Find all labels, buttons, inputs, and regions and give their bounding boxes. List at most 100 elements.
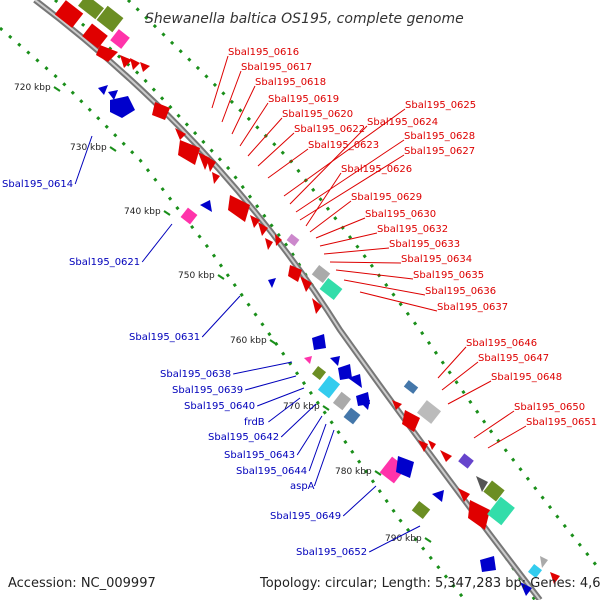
reverse-gene-label[interactable]: aspA bbox=[290, 481, 315, 492]
gene-feature bbox=[540, 556, 548, 568]
gene-feature bbox=[458, 453, 474, 469]
gene-feature bbox=[396, 456, 414, 478]
gene-features bbox=[54, 0, 560, 596]
forward-gene-label[interactable]: Sbal195_0629 bbox=[351, 192, 422, 203]
forward-gene-label[interactable]: Sbal195_0651 bbox=[526, 417, 597, 428]
forward-gene-label[interactable]: Sbal195_0623 bbox=[308, 140, 379, 151]
forward-gene-label[interactable]: Sbal195_0620 bbox=[282, 109, 353, 120]
reverse-label-leader bbox=[245, 375, 297, 391]
forward-gene-label[interactable]: Sbal195_0622 bbox=[294, 124, 365, 135]
gene-feature bbox=[330, 356, 340, 366]
reverse-gene-label[interactable]: Sbal195_0639 bbox=[172, 385, 243, 396]
gene-feature bbox=[440, 450, 452, 462]
forward-gene-label[interactable]: Sbal195_0637 bbox=[437, 302, 508, 313]
forward-gene-label[interactable]: Sbal195_0626 bbox=[341, 164, 412, 175]
forward-gene-label[interactable]: Sbal195_0632 bbox=[377, 224, 448, 235]
gene-feature bbox=[319, 277, 343, 301]
gene-feature bbox=[411, 500, 431, 520]
forward-label-leader bbox=[239, 102, 269, 147]
kbp-tick bbox=[217, 274, 225, 280]
gene-feature bbox=[458, 488, 470, 502]
reverse-gene-label[interactable]: Sbal195_0614 bbox=[2, 179, 73, 190]
gene-feature bbox=[487, 496, 515, 526]
forward-gene-label[interactable]: Sbal195_0648 bbox=[491, 372, 562, 383]
forward-gene-label[interactable]: Sbal195_0630 bbox=[365, 209, 436, 220]
gene-feature bbox=[288, 265, 302, 282]
gene-feature bbox=[96, 45, 118, 62]
gene-feature bbox=[275, 234, 282, 246]
forward-gene-label[interactable]: Sbal195_0635 bbox=[413, 270, 484, 281]
gene-feature bbox=[140, 62, 150, 72]
reverse-gene-label[interactable]: frdB bbox=[244, 417, 265, 428]
forward-gene-label[interactable]: Sbal195_0617 bbox=[241, 62, 312, 73]
forward-gene-label[interactable]: Sbal195_0619 bbox=[268, 94, 339, 105]
topology-text: Topology: circular; Length: 5,347,283 bp… bbox=[259, 576, 600, 591]
gene-feature bbox=[311, 264, 331, 284]
forward-gene-label[interactable]: Sbal195_0646 bbox=[466, 338, 537, 349]
reverse-gene-label[interactable]: Sbal195_0649 bbox=[270, 511, 341, 522]
inner-dotted-track-2 bbox=[126, 0, 600, 571]
reverse-gene-label[interactable]: Sbal195_0643 bbox=[224, 450, 295, 461]
gene-feature bbox=[418, 440, 428, 452]
gene-feature bbox=[428, 440, 436, 450]
gene-feature bbox=[180, 207, 198, 225]
kbp-tick bbox=[109, 146, 117, 152]
reverse-label-leader bbox=[257, 387, 305, 407]
reverse-label-leader bbox=[342, 485, 377, 517]
gene-feature bbox=[332, 391, 352, 411]
forward-label-leader bbox=[283, 108, 406, 197]
forward-gene-label[interactable]: Sbal195_0636 bbox=[425, 286, 496, 297]
gene-feature bbox=[206, 156, 216, 172]
gene-feature bbox=[258, 222, 268, 236]
forward-label-leader bbox=[447, 380, 492, 405]
gene-feature bbox=[312, 334, 326, 350]
gene-feature bbox=[110, 29, 130, 49]
gene-feature bbox=[432, 490, 444, 502]
gene-feature bbox=[212, 172, 220, 184]
gene-feature bbox=[250, 215, 260, 228]
reverse-gene-label[interactable]: Sbal195_0652 bbox=[296, 547, 367, 558]
forward-label-leader bbox=[257, 132, 295, 167]
reverse-gene-label[interactable]: Sbal195_0644 bbox=[236, 466, 307, 477]
kbp-label: 730 kbp bbox=[70, 143, 107, 153]
forward-label-leader bbox=[267, 148, 309, 179]
genome-title: Shewanella baltica OS195, complete genom… bbox=[145, 11, 464, 27]
inner-dotted-track-1 bbox=[0, 26, 467, 600]
forward-gene-label[interactable]: Sbal195_0624 bbox=[367, 117, 438, 128]
kbp-label: 740 kbp bbox=[124, 207, 161, 217]
reverse-gene-label[interactable]: Sbal195_0642 bbox=[208, 432, 279, 443]
forward-gene-label[interactable]: Sbal195_0625 bbox=[405, 100, 476, 111]
reverse-gene-label[interactable]: Sbal195_0638 bbox=[160, 369, 231, 380]
reverse-label-leader bbox=[268, 397, 301, 423]
reverse-gene-label[interactable]: Sbal195_0640 bbox=[184, 401, 255, 412]
forward-gene-label[interactable]: Sbal195_0650 bbox=[514, 402, 585, 413]
forward-label-leader bbox=[221, 70, 242, 123]
forward-label-leader bbox=[309, 200, 352, 233]
reverse-label-leader bbox=[233, 361, 293, 375]
forward-label-leader bbox=[295, 139, 405, 213]
gene-feature bbox=[200, 200, 212, 212]
gene-feature bbox=[304, 356, 312, 364]
reverse-label-leader bbox=[141, 223, 173, 263]
forward-label-leader bbox=[437, 346, 467, 379]
kbp-tick bbox=[322, 405, 330, 411]
forward-gene-label[interactable]: Sbal195_0628 bbox=[404, 131, 475, 142]
forward-label-leader bbox=[359, 291, 438, 312]
forward-gene-label[interactable]: Sbal195_0633 bbox=[389, 239, 460, 250]
forward-gene-label[interactable]: Sbal195_0616 bbox=[228, 47, 299, 58]
gene-feature bbox=[82, 23, 108, 49]
forward-gene-label[interactable]: Sbal195_0627 bbox=[404, 146, 475, 157]
gene-feature bbox=[520, 582, 532, 596]
gene-feature bbox=[468, 500, 490, 530]
forward-label-leader bbox=[247, 117, 283, 157]
gene-feature bbox=[286, 233, 300, 247]
reverse-gene-label[interactable]: Sbal195_0621 bbox=[69, 257, 140, 268]
forward-gene-label[interactable]: Sbal195_0647 bbox=[478, 353, 549, 364]
gene-feature bbox=[300, 276, 312, 292]
kbp-tick bbox=[163, 210, 171, 216]
reverse-gene-label[interactable]: Sbal195_0631 bbox=[129, 332, 200, 343]
forward-gene-label[interactable]: Sbal195_0634 bbox=[401, 254, 472, 265]
reverse-label-leader bbox=[296, 415, 323, 456]
forward-gene-label[interactable]: Sbal195_0618 bbox=[255, 77, 326, 88]
gene-feature bbox=[108, 90, 118, 100]
